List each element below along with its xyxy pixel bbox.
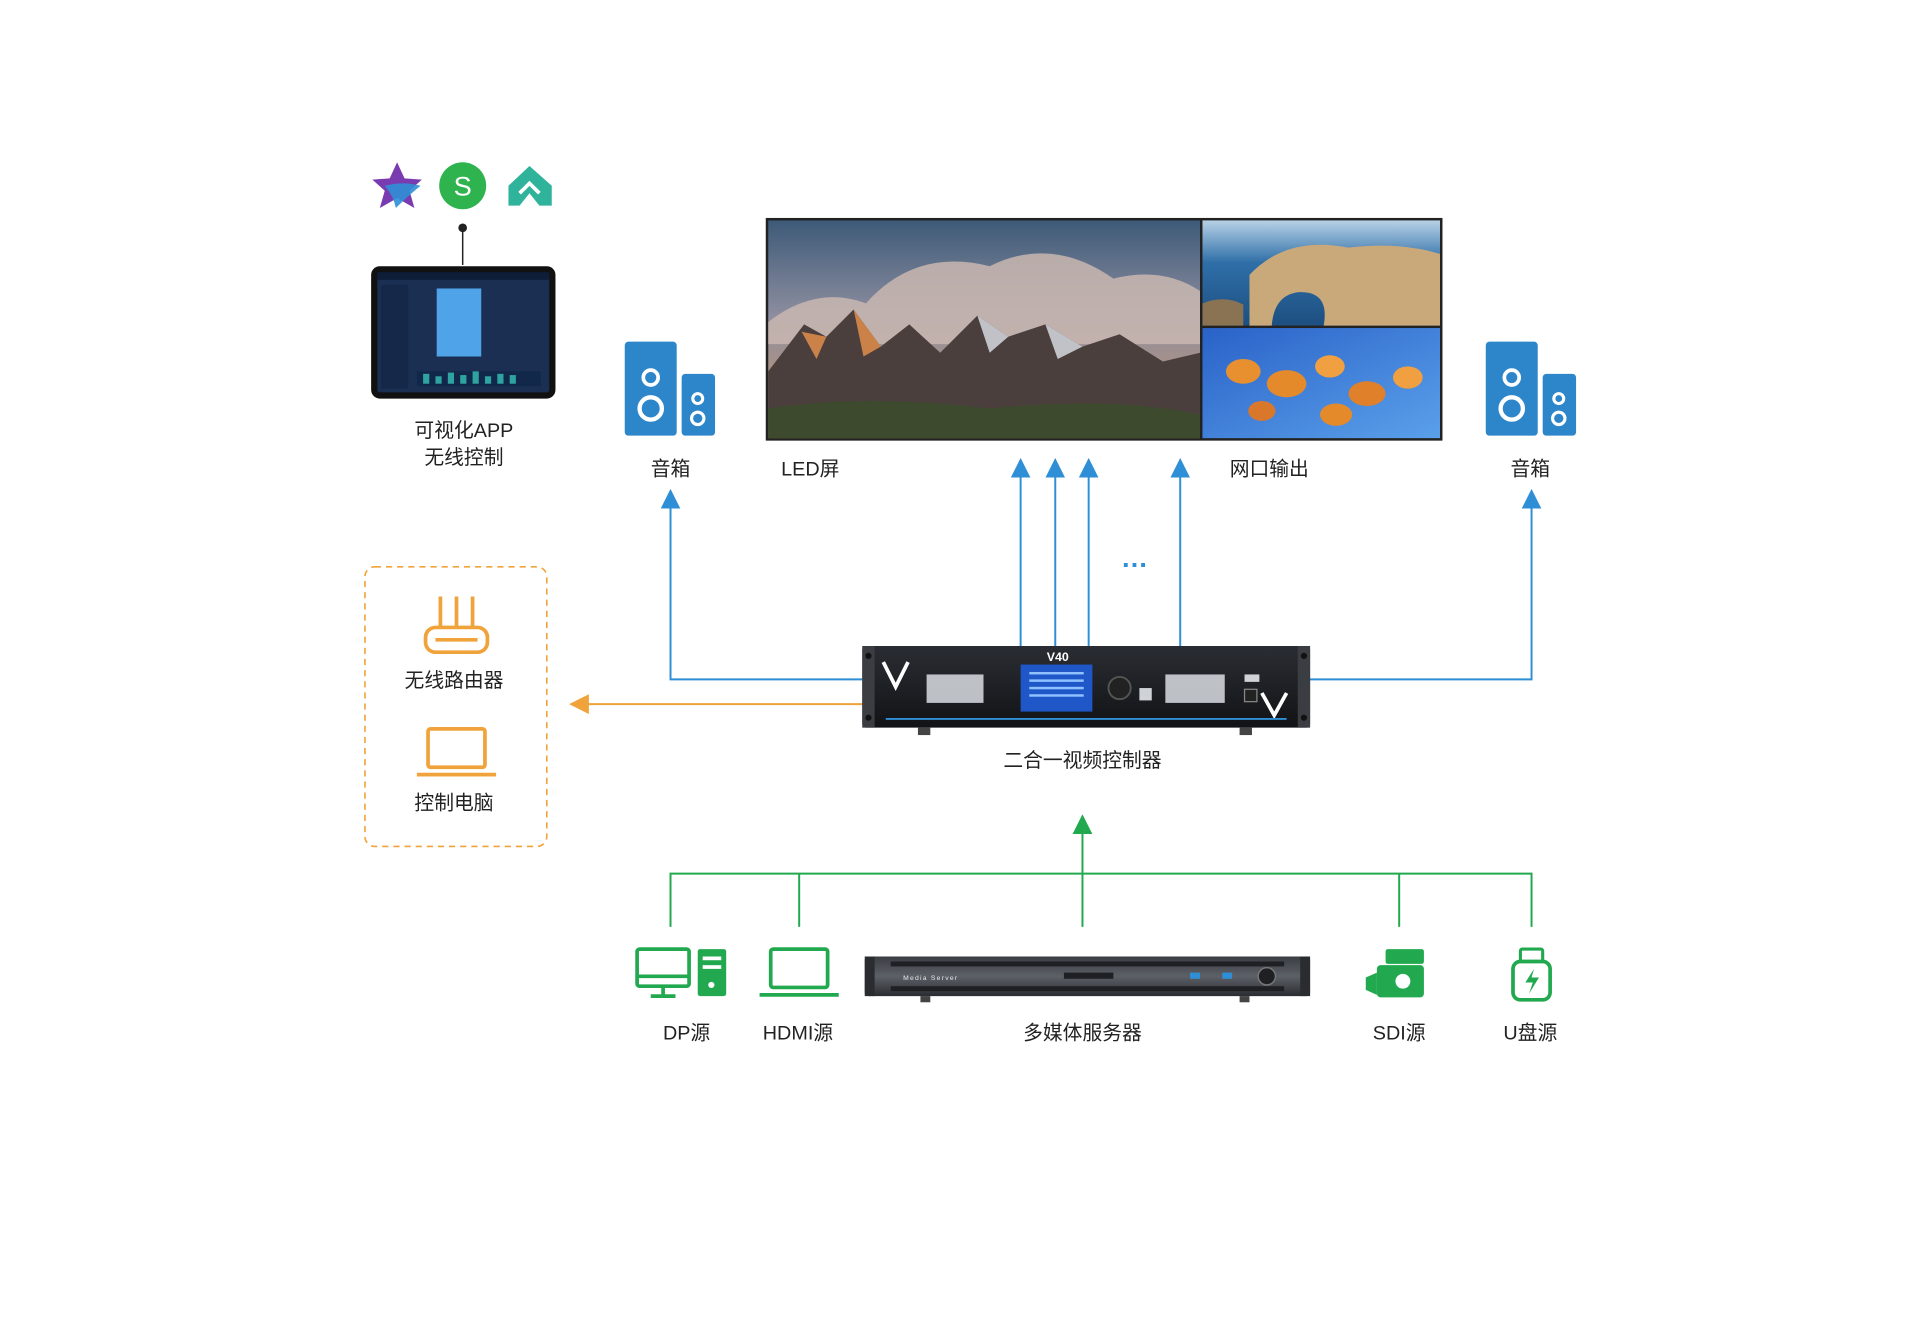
app-icons: S [372,162,552,210]
camera-icon [1365,949,1424,998]
media-server-panel-label: Media Server [903,975,958,982]
sdi-source-label: SDI源 [1373,1022,1426,1044]
house-app-icon [508,165,552,206]
source-bus [669,872,1533,927]
star-app-icon [372,162,422,209]
controller-model-label: V40 [1047,650,1069,664]
media-server [864,956,1311,1003]
connections [458,223,1542,927]
laptop-icon [416,727,497,777]
ellipsis-label: … [1121,542,1148,573]
speaker-icon [624,341,716,436]
usb-drive-icon [1511,947,1552,1002]
usb-source-label: U盘源 [1503,1022,1557,1044]
pc-label: 控制电脑 [414,792,493,814]
speaker-icon [1485,341,1577,436]
led-screen-label: LED屏 [781,458,839,480]
desktop-pc-icon [635,947,727,998]
tablet [371,266,556,399]
network-output-label: 网口输出 [1230,458,1309,480]
hdmi-source-label: HDMI源 [763,1022,834,1044]
speaker-right-label: 音箱 [1511,458,1551,480]
line-controller-to-left-speaker [660,488,863,681]
svg-text:S: S [454,171,472,202]
video-controller [862,645,1311,736]
app-label-line2: 无线控制 [424,447,503,469]
app-link-dot [458,223,468,233]
media-server-label: 多媒体服务器 [1023,1022,1142,1044]
router-icon [423,596,490,655]
line-controller-to-right-speaker [1308,488,1542,681]
led-screen [765,217,1443,441]
speaker-left-label: 音箱 [651,458,691,480]
controller-label: 二合一视频控制器 [1003,750,1161,772]
local-control-box [364,566,548,848]
laptop-icon [759,947,839,997]
router-label: 无线路由器 [405,670,504,692]
dp-source-label: DP源 [663,1022,710,1044]
app-label-line1: 可视化APP [414,420,513,442]
s-app-icon: S [439,162,487,210]
